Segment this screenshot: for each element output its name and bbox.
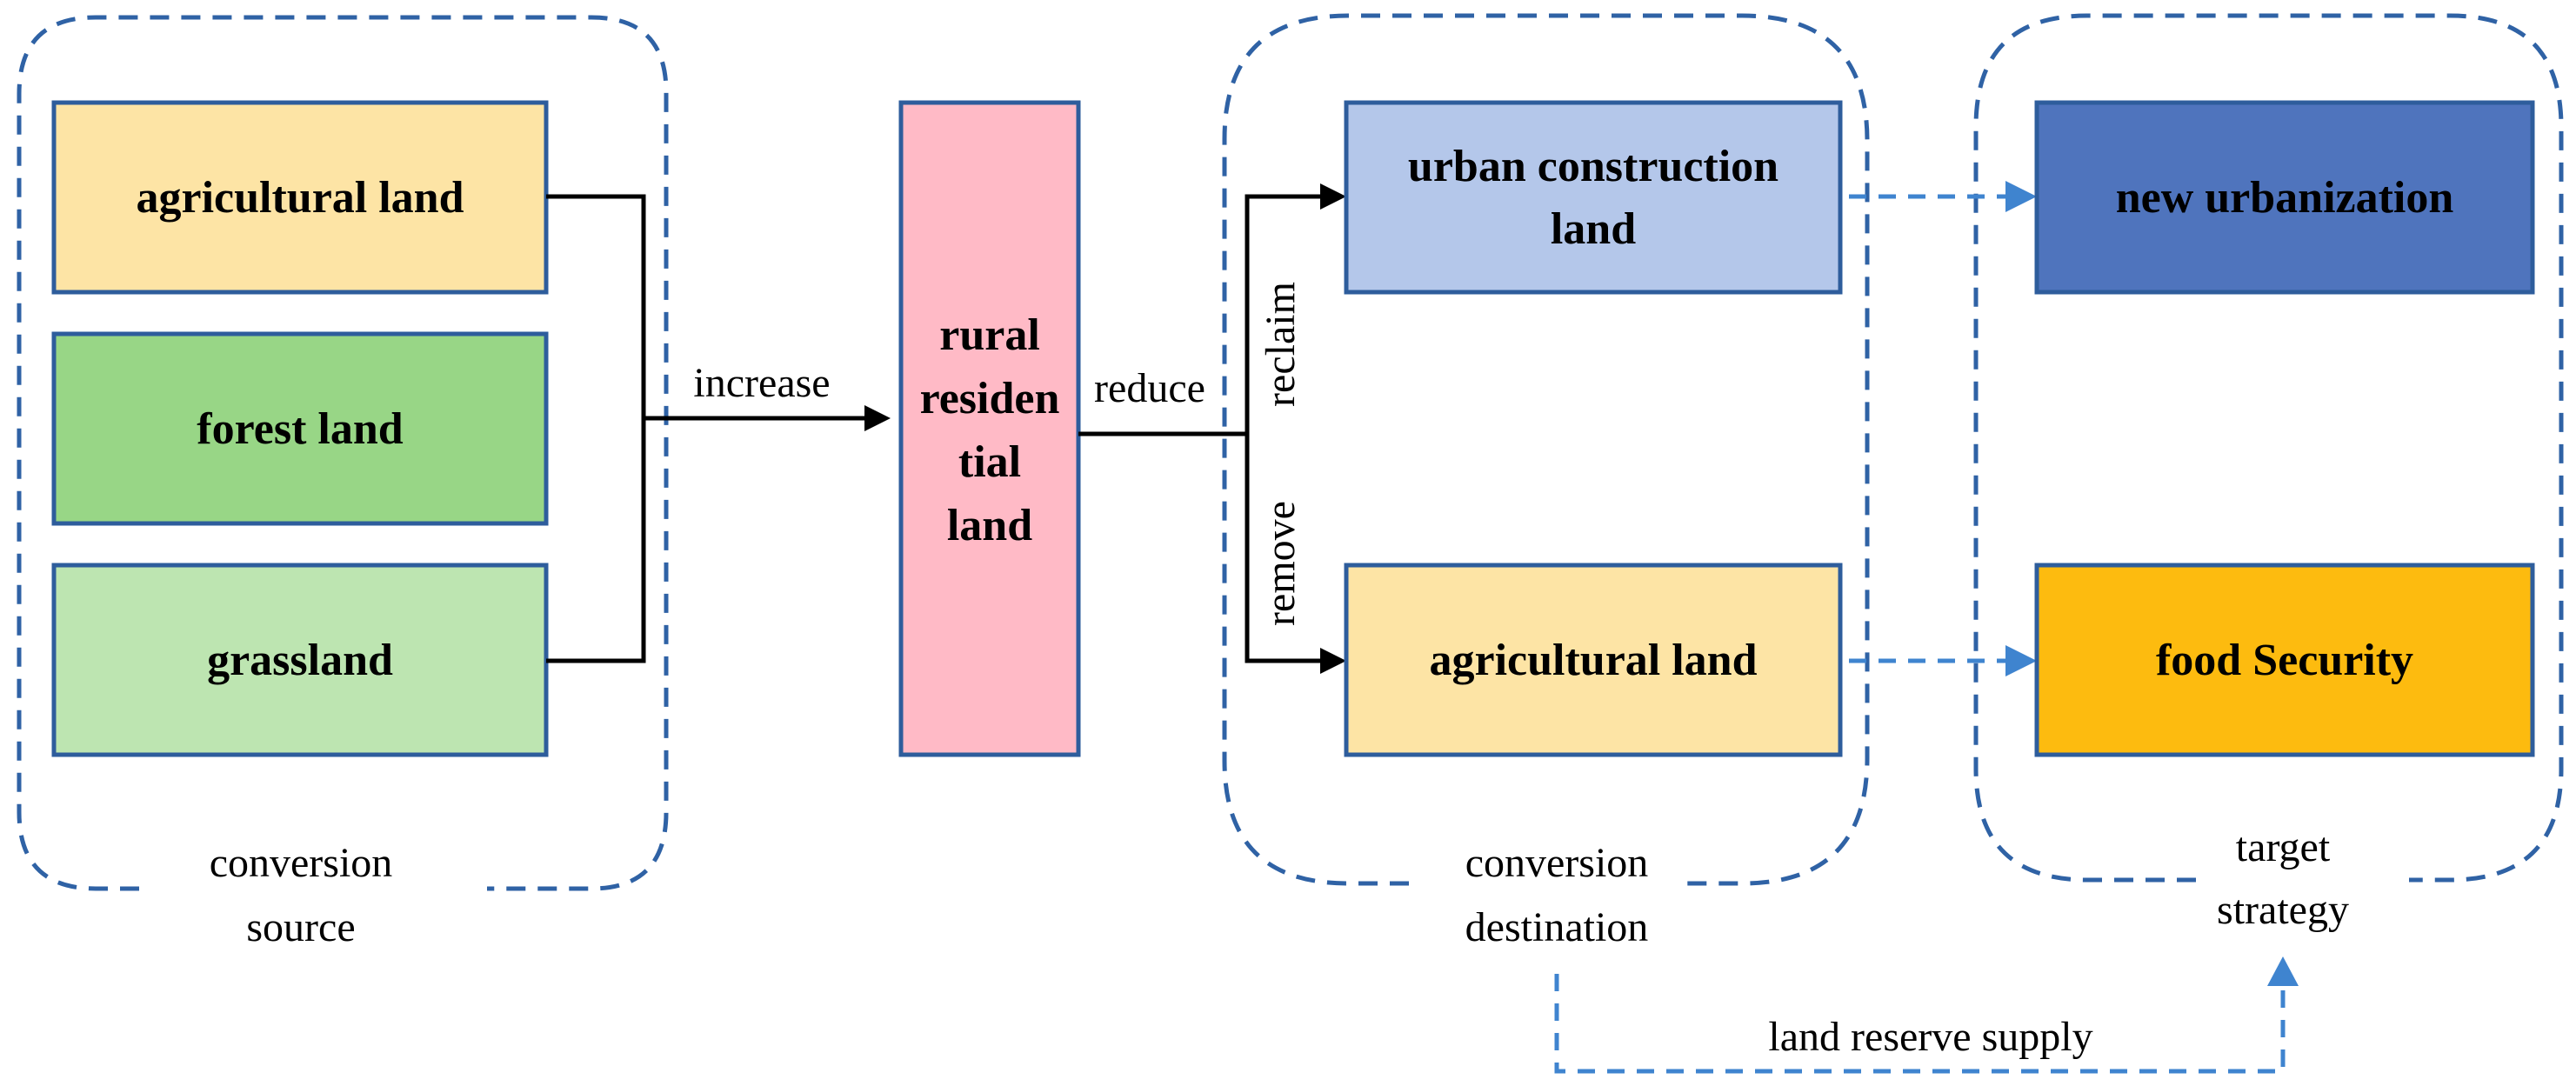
group-target-strategy-label-line1: target <box>2236 824 2331 870</box>
edge-agricultural-to-food-security <box>1849 645 2037 676</box>
edge-reduce-label: reduce <box>1094 365 1205 411</box>
node-new-urbanization: new urbanization <box>2034 100 2535 295</box>
destination-split-connector <box>1245 194 1322 663</box>
edge-reclaim-label: reclaim <box>1258 282 1304 407</box>
node-grassland-label: grassland <box>207 636 393 685</box>
group-target-strategy-label-line2: strategy <box>2217 887 2349 933</box>
edge-land-reserve-supply: land reserve supply <box>1554 956 2299 1074</box>
node-agricultural-land-source: agricultural land <box>51 100 549 295</box>
edge-land-reserve-supply-line <box>1554 974 2286 1074</box>
node-agricultural-land-destination-label: agricultural land <box>1429 636 1757 685</box>
node-urban-construction-land-line2: land <box>1551 204 1636 254</box>
group-target-strategy: target strategy <box>1973 13 2564 933</box>
group-conversion-source: conversion source <box>17 15 669 950</box>
node-rural-residential-land-line4: land <box>947 501 1032 550</box>
node-forest-land-label: forest land <box>197 404 403 454</box>
node-urban-construction-land-line1: urban construction <box>1408 142 1779 191</box>
node-food-security-label: food Security <box>2156 636 2413 685</box>
edge-urban-to-new-urbanization <box>1849 181 2037 212</box>
group-conversion-destination: conversion destination <box>1222 13 1870 950</box>
edge-reduce: reduce <box>1078 365 1247 436</box>
node-new-urbanization-label: new urbanization <box>2116 173 2454 223</box>
node-agricultural-land-source-label: agricultural land <box>136 173 464 223</box>
group-conversion-source-border <box>17 15 669 891</box>
edge-agricultural-to-food-security-arrowhead <box>2005 645 2037 676</box>
node-rural-residential-land-line3: tial <box>958 437 1021 487</box>
node-forest-land: forest land <box>51 331 549 526</box>
node-rural-residential-land-line1: rural <box>939 310 1040 360</box>
node-urban-construction-land: urban construction land <box>1344 100 1843 295</box>
edge-remove-label: remove <box>1258 501 1304 626</box>
group-conversion-destination-label-line2: destination <box>1465 904 1649 950</box>
edge-increase-arrowhead <box>864 405 891 431</box>
edge-increase-label: increase <box>693 360 830 406</box>
group-conversion-destination-border <box>1222 13 1870 886</box>
node-rural-residential-land: rural residen tial land <box>898 100 1081 757</box>
group-conversion-destination-label-line1: conversion <box>1465 840 1649 886</box>
edge-remove-arrowhead <box>1320 648 1346 674</box>
edge-land-reserve-supply-label: land reserve supply <box>1768 1014 2092 1060</box>
group-conversion-source-label-line2: source <box>246 904 355 950</box>
edge-urban-to-new-urbanization-arrowhead <box>2005 181 2037 212</box>
edge-land-reserve-supply-arrowhead <box>2267 956 2299 986</box>
node-agricultural-land-destination: agricultural land <box>1344 563 1843 757</box>
edge-increase: increase <box>644 360 891 431</box>
group-target-strategy-border <box>1973 13 2564 883</box>
edge-reclaim-arrowhead <box>1320 183 1346 210</box>
node-rural-residential-land-line2: residen <box>920 374 1060 423</box>
group-conversion-source-label-line1: conversion <box>210 840 393 886</box>
source-bracket-connector <box>546 194 646 663</box>
node-food-security: food Security <box>2034 563 2535 757</box>
node-grassland: grassland <box>51 563 549 757</box>
